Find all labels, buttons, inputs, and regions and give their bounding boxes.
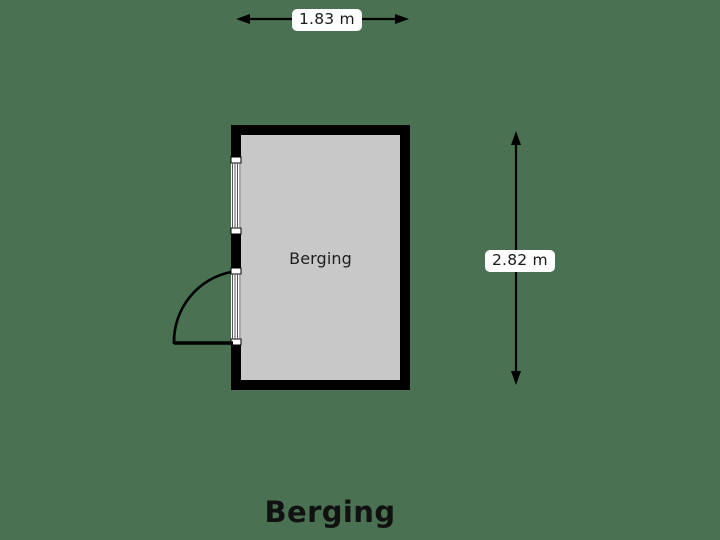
door-swing-icon <box>172 270 233 345</box>
room-floor <box>241 135 400 380</box>
window-icon-lower <box>230 267 242 346</box>
room-name-label: Berging <box>289 249 352 268</box>
dimension-label-height: 2.82 m <box>485 250 555 273</box>
window-icon-upper <box>230 156 242 235</box>
dimension-label-width: 1.83 m <box>292 9 362 32</box>
room-walls <box>231 125 410 390</box>
page-title: Berging <box>264 495 396 529</box>
